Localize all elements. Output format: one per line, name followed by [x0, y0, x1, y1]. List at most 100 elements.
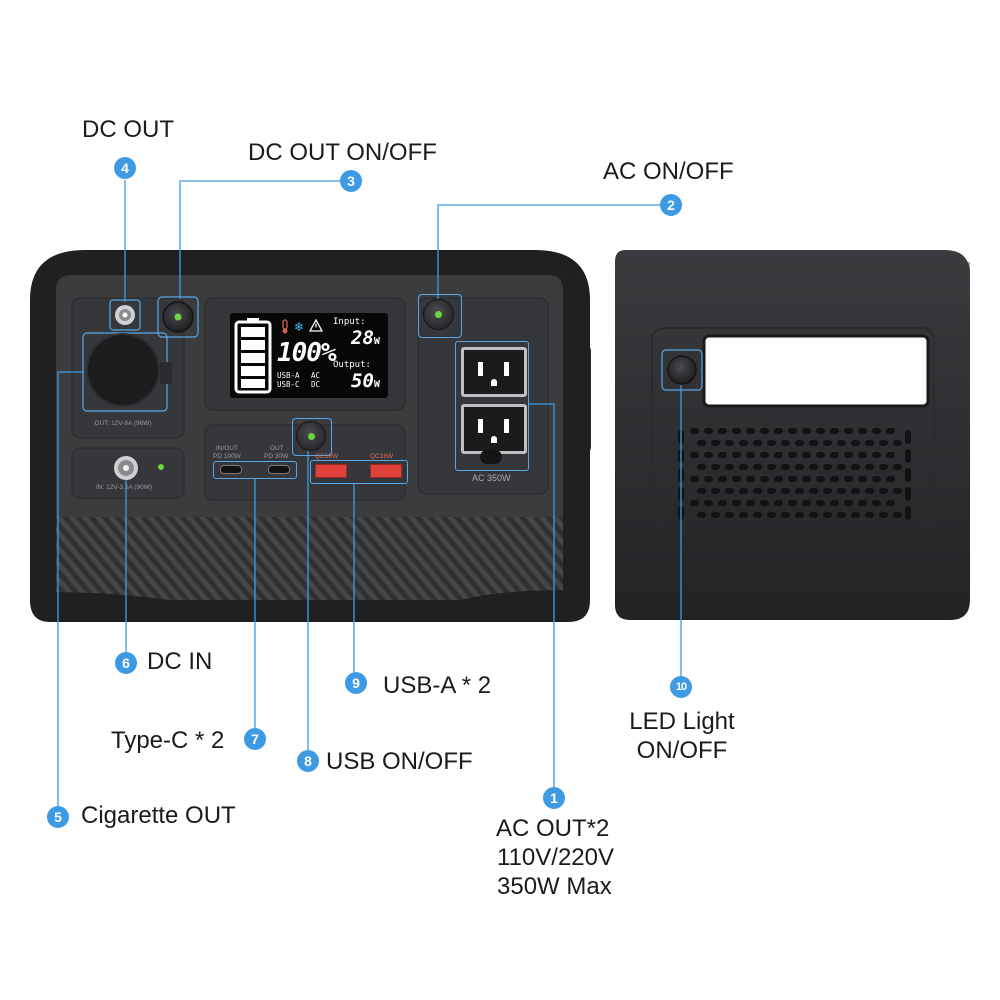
- vent-slot: [746, 428, 755, 434]
- front-vent-grille: [56, 517, 563, 600]
- callout-label-dc-out: DC OUT: [82, 116, 174, 143]
- vent-slot: [725, 440, 734, 446]
- vent-slot: [865, 440, 874, 446]
- usba-1-rating: QC18W: [315, 453, 339, 460]
- vent-slot: [879, 440, 888, 446]
- vent-slot: [781, 512, 790, 518]
- vent-slot: [809, 440, 818, 446]
- vent-slot: [781, 488, 790, 494]
- ac-out-highlight: [455, 341, 529, 471]
- vent-slot: [732, 500, 741, 506]
- vent-slot: [858, 452, 867, 458]
- vent-slot: [774, 428, 783, 434]
- callout-badge-2: 2: [660, 194, 682, 216]
- vent-slot: [767, 464, 776, 470]
- vent-slot: [725, 512, 734, 518]
- vent-slot: [711, 440, 720, 446]
- vent-slot: [905, 487, 911, 501]
- vent-slot: [781, 464, 790, 470]
- vent-slot: [830, 428, 839, 434]
- callout-label-usb-a: USB-A * 2: [383, 672, 492, 699]
- vent-slot: [851, 440, 860, 446]
- dc-out-led-icon: [174, 313, 182, 321]
- vent-slot: [823, 440, 832, 446]
- vent-slot: [893, 440, 902, 446]
- vent-slot: [816, 452, 825, 458]
- vent-slot: [872, 500, 881, 506]
- usba-port-1[interactable]: [315, 464, 347, 478]
- lcd-output-value: 50: [351, 370, 374, 392]
- vent-slot: [886, 500, 895, 506]
- vent-slot: [704, 452, 713, 458]
- vent-slot: [767, 440, 776, 446]
- led-light-panel: [702, 334, 930, 408]
- dc-out-button-highlight: [157, 296, 199, 338]
- lcd-input-readout: 28W: [351, 327, 380, 349]
- vent-slot: [697, 440, 706, 446]
- vent-slot: [851, 464, 860, 470]
- callout-label-cigarette-out: Cigarette OUT: [81, 802, 236, 829]
- side-vent: [678, 428, 911, 520]
- vent-slot: [830, 452, 839, 458]
- vent-slot: [760, 452, 769, 458]
- cigarette-out-socket[interactable]: [86, 333, 160, 407]
- typec-1-power: PD 100W: [213, 453, 241, 460]
- vent-slot: [886, 428, 895, 434]
- vent-slot: [844, 500, 853, 506]
- vent-slot: [760, 476, 769, 482]
- vent-slot: [753, 464, 762, 470]
- usb-button-highlight: [292, 418, 332, 456]
- cigarette-out-rating: OUT: 12V-8A (96W): [94, 420, 151, 427]
- usba-port-2[interactable]: [370, 464, 402, 478]
- lcd-input-unit: W: [373, 336, 380, 347]
- lcd-indicator-usbc: USB-C: [277, 380, 300, 389]
- vent-slot: [844, 452, 853, 458]
- vent-slot: [851, 488, 860, 494]
- lcd-input-label: Input:: [333, 317, 366, 327]
- typec-port-2[interactable]: [268, 465, 290, 474]
- vent-slot: [872, 452, 881, 458]
- vent-slot: [872, 428, 881, 434]
- ac-power-button[interactable]: [423, 299, 454, 330]
- dc-in-rating: IN: 12V-3.5A (90W): [96, 484, 152, 491]
- ac-reset-switch[interactable]: [480, 450, 502, 464]
- vent-slot: [697, 488, 706, 494]
- battery-icon: [234, 318, 272, 394]
- led-button-highlight: [661, 349, 703, 391]
- vent-slot: [795, 464, 804, 470]
- vent-slot: [767, 488, 776, 494]
- vent-slot: [905, 430, 911, 444]
- vent-slot: [837, 464, 846, 470]
- callout-label-ac-out-line3: 350W Max: [497, 873, 612, 900]
- vent-slot: [893, 488, 902, 494]
- usb-power-button[interactable]: [296, 421, 326, 451]
- lcd-battery-percent: 100%: [277, 338, 337, 368]
- typec-port-1[interactable]: [220, 465, 242, 474]
- callout-badge-8: 8: [297, 750, 319, 772]
- vent-slot: [739, 464, 748, 470]
- vent-slot: [753, 488, 762, 494]
- vent-slot: [905, 449, 911, 463]
- vent-slot: [823, 512, 832, 518]
- vent-slot: [823, 464, 832, 470]
- vent-slot: [865, 512, 874, 518]
- vent-slot: [690, 500, 699, 506]
- usba-highlight: [310, 460, 408, 484]
- callout-label-dc-out-onoff: DC OUT ON/OFF: [248, 139, 437, 166]
- callout-label-dc-in: DC IN: [147, 648, 213, 675]
- callout-label-usb-onoff: USB ON/OFF: [326, 748, 473, 775]
- vent-slot: [830, 476, 839, 482]
- vent-slot: [802, 428, 811, 434]
- vent-slot: [879, 464, 888, 470]
- vent-slot: [746, 500, 755, 506]
- ac-outlet-1[interactable]: [461, 347, 527, 397]
- callout-badge-1: 1: [543, 787, 565, 809]
- ac-outlet-2[interactable]: [461, 404, 527, 454]
- led-light-button[interactable]: [667, 355, 697, 385]
- vent-slot: [711, 488, 720, 494]
- vent-slot: [732, 476, 741, 482]
- vent-slot: [711, 512, 720, 518]
- ac-led-icon: [435, 311, 442, 318]
- vent-slot: [704, 476, 713, 482]
- vent-slot: [704, 500, 713, 506]
